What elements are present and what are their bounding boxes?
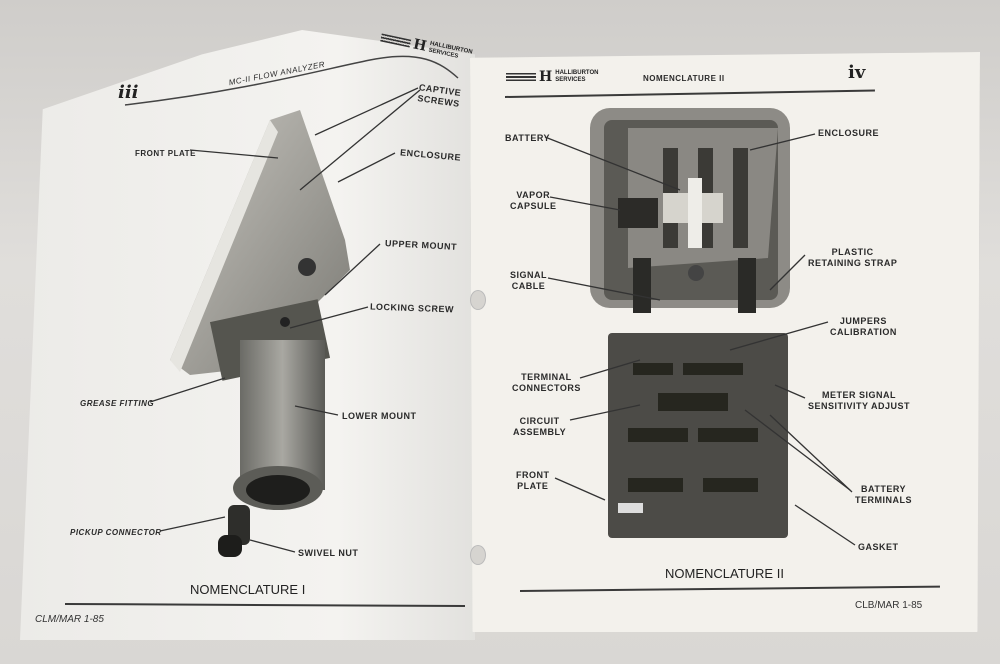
binder-hole — [470, 290, 486, 310]
label-battery-terminals: BATTERY TERMINALS — [855, 484, 912, 505]
logo-line1: HALLIBURTON — [555, 70, 599, 76]
label-meter-signal-sensitivity-adjust: METER SIGNAL SENSITIVITY ADJUST — [808, 390, 911, 411]
label-battery: BATTERY — [505, 133, 550, 143]
label-signal-cable: SIGNAL CABLE — [510, 270, 548, 291]
label-circuit-assembly: CIRCUIT ASSEMBLY — [513, 416, 567, 437]
wing-logo-icon — [506, 73, 536, 81]
label-lower-mount: LOWER MOUNT — [342, 411, 417, 421]
label-gasket: GASKET — [858, 542, 899, 552]
label-front-plate-right: FRONT PLATE — [516, 470, 550, 491]
label-enclosure-right: ENCLOSURE — [818, 128, 880, 138]
label-terminal-connectors: TERMINAL CONNECTORS — [512, 372, 581, 393]
right-header-title: NOMENCLATURE II — [643, 74, 725, 83]
right-caption: NOMENCLATURE II — [665, 566, 784, 581]
label-front-plate-left: FRONT PLATE — [135, 149, 196, 158]
h-logo-icon: H — [539, 68, 553, 85]
label-jumpers-calibration: JUMPERS CALIBRATION — [830, 316, 897, 337]
binder-hole — [470, 545, 486, 565]
enclosure-circuit-photo — [588, 108, 808, 538]
left-footer: CLM/MAR 1-85 — [35, 614, 104, 625]
left-page-number: iii — [118, 82, 139, 103]
right-page-number: iv — [848, 62, 866, 83]
label-pickup-connector: PICKUP CONNECTOR — [70, 528, 162, 537]
left-caption: NOMENCLATURE I — [190, 582, 306, 597]
wing-logo-icon — [380, 33, 412, 48]
h-logo-icon: H — [411, 35, 429, 55]
logo-line2: SERVICES — [555, 77, 586, 83]
flow-analyzer-photo — [150, 110, 400, 560]
label-swivel-nut: SWIVEL NUT — [298, 548, 359, 558]
label-plastic-retaining-strap: PLASTIC RETAINING STRAP — [808, 247, 898, 268]
label-grease-fitting: GREASE FITTING — [80, 399, 155, 408]
right-footer: CLB/MAR 1-85 — [855, 600, 923, 611]
label-vapor-capsule: VAPOR CAPSULE — [510, 190, 557, 211]
